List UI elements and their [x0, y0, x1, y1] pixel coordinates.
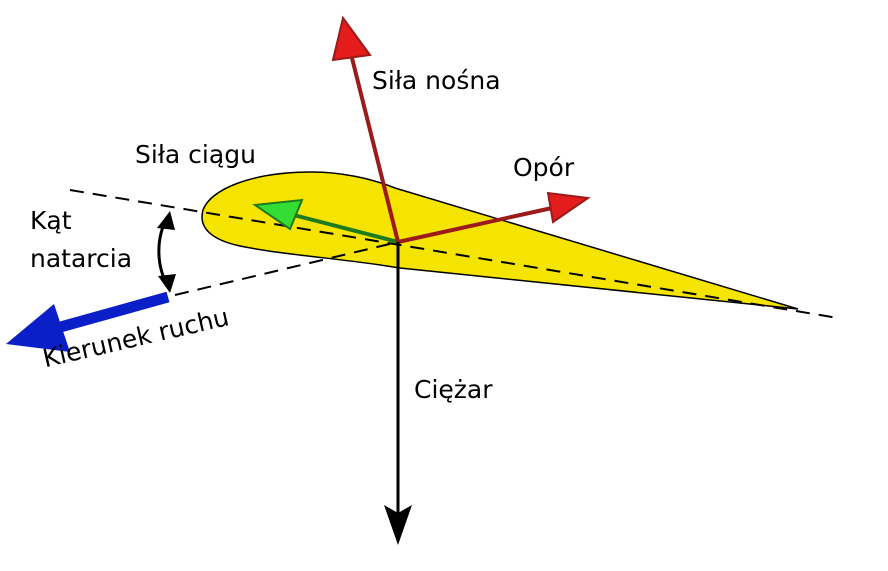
thrust-label: Siła ciągu: [135, 140, 256, 169]
weight-arrow-icon: [384, 242, 412, 545]
chord-line: [69, 189, 839, 319]
thrust-arrow-icon: [252, 198, 399, 244]
weight-label: Ciężar: [414, 375, 493, 404]
angle-of-attack-label-line1: Kąt: [30, 206, 72, 235]
angle-of-attack-label-line2: natarcia: [30, 244, 133, 273]
lift-arrow-icon: [331, 15, 400, 243]
motion-line: [174, 241, 399, 296]
drag-label: Opór: [513, 153, 575, 182]
drag-arrow-icon: [397, 191, 591, 244]
airfoil-shape: [201, 171, 799, 310]
direction-arrow-icon: [6, 291, 170, 352]
double-arrow-icon: [157, 211, 176, 293]
lift-label: Siła nośna: [372, 66, 501, 95]
